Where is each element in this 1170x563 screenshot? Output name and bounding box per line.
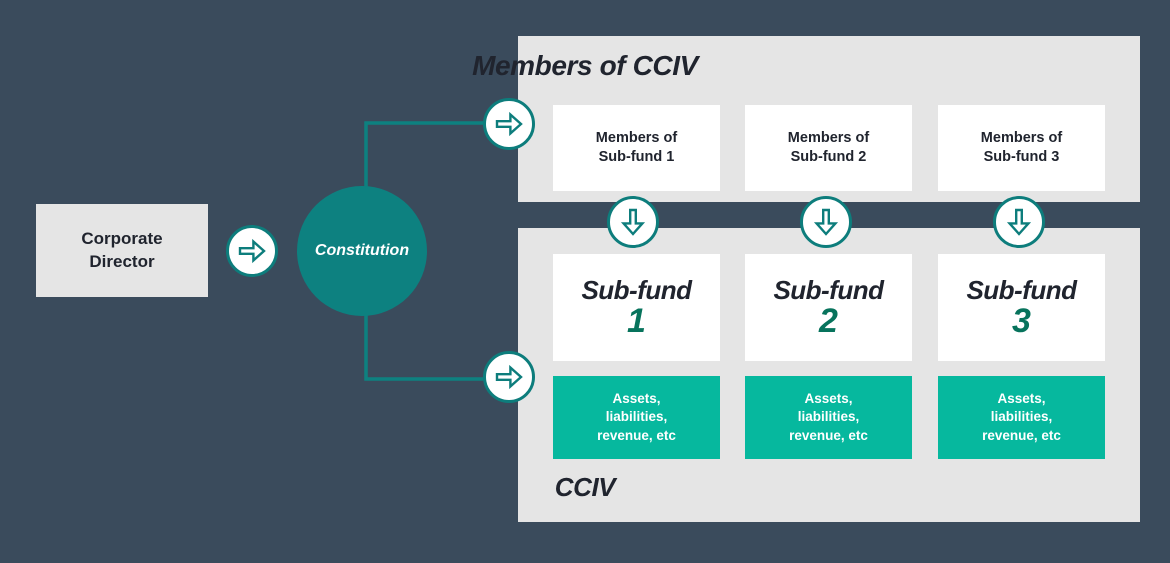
sub-fund-3-card: Sub-fund 3	[938, 254, 1105, 361]
constitution-circle: Constitution	[297, 186, 427, 316]
members-sub-fund-3-card: Members of Sub-fund 3	[938, 105, 1105, 191]
corporate-director-label: Corporate Director	[81, 228, 163, 271]
sub-fund-2-number: 2	[819, 301, 838, 340]
members-sub-fund-1-label: Members of Sub-fund 1	[595, 129, 678, 165]
arrow-down-icon-2	[800, 196, 852, 248]
arrow-down-icon-1	[607, 196, 659, 248]
assets-box-sub-fund-1: Assets, liabilities, revenue, etc	[553, 376, 720, 459]
sub-fund-2-label: Sub-fund	[773, 274, 884, 305]
assets-label-sub-fund-1: Assets, liabilities, revenue, etc	[597, 390, 676, 443]
members-sub-fund-2-card: Members of Sub-fund 2	[745, 105, 912, 191]
constitution-label: Constitution	[314, 242, 410, 259]
arrow-right-icon-members	[483, 98, 535, 150]
sub-fund-2-card: Sub-fund 2	[745, 254, 912, 361]
assets-box-sub-fund-3: Assets, liabilities, revenue, etc	[938, 376, 1105, 459]
arrow-right-icon	[226, 225, 278, 277]
sub-fund-1-card: Sub-fund 1	[553, 254, 720, 361]
assets-label-sub-fund-2: Assets, liabilities, revenue, etc	[789, 390, 868, 443]
members-panel-title: Members of CCIV	[472, 50, 698, 81]
sub-fund-3-label: Sub-fund	[966, 274, 1077, 305]
sub-fund-1-number: 1	[627, 301, 646, 340]
sub-fund-1-label: Sub-fund	[581, 274, 692, 305]
members-sub-fund-2-label: Members of Sub-fund 2	[787, 129, 870, 165]
members-sub-fund-3-label: Members of Sub-fund 3	[980, 129, 1063, 165]
assets-label-sub-fund-3: Assets, liabilities, revenue, etc	[982, 390, 1061, 443]
arrow-down-icon-3	[993, 196, 1045, 248]
members-sub-fund-1-card: Members of Sub-fund 1	[553, 105, 720, 191]
assets-box-sub-fund-2: Assets, liabilities, revenue, etc	[745, 376, 912, 459]
corporate-director-box: Corporate Director	[36, 204, 208, 297]
cciv-panel-title: CCIV	[554, 472, 616, 502]
arrow-right-icon-cciv	[483, 351, 535, 403]
sub-fund-3-number: 3	[1012, 301, 1031, 340]
